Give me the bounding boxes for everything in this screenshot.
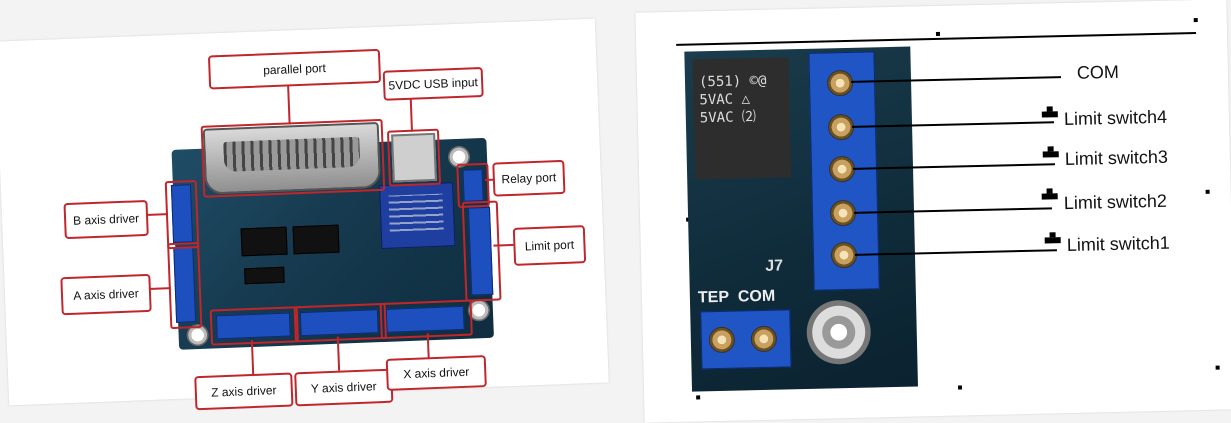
- y-axis-frame: [293, 302, 387, 343]
- switch-symbol-icon: [1042, 151, 1059, 158]
- z-axis-frame: [209, 306, 299, 346]
- left-board-diagram: parallel port 5VDC USB input Relay port …: [0, 18, 609, 411]
- parallel-port-frame: [200, 118, 386, 198]
- z-axis-label: Z axis driver: [194, 372, 294, 411]
- usb-input-label: 5VDC USB input: [382, 66, 484, 101]
- leader-line: [287, 82, 291, 125]
- relay-markings: (551) ©@ 5VAC △ 5VAC ⑵: [698, 72, 767, 127]
- leader-line: [493, 243, 514, 247]
- dot: [935, 31, 941, 36]
- limit4-label: Limit switch4: [1063, 106, 1168, 130]
- parallel-port-label: parallel port: [207, 48, 382, 90]
- switch-symbol-icon: [1044, 237, 1061, 244]
- b-axis-label: B axis driver: [63, 199, 149, 240]
- relay-port-label: Relay port: [492, 159, 566, 197]
- limit-port-label: Limit port: [512, 225, 587, 266]
- relay-component: [379, 182, 456, 249]
- dot: [1215, 365, 1220, 370]
- chip: [292, 224, 340, 255]
- chip: [244, 266, 285, 285]
- com-marking: COM: [737, 287, 776, 306]
- limit1-label: Limit switch1: [1066, 232, 1171, 256]
- com-label: COM: [1076, 61, 1120, 83]
- a-axis-frame: [167, 241, 203, 330]
- right-limit-switch-diagram: (551) ©@ 5VAC △ 5VAC ⑵ J7 TEP COM COM Li…: [635, 0, 1231, 423]
- step-marking: TEP: [697, 288, 730, 307]
- leader-line: [409, 95, 413, 132]
- a-axis-label: A axis driver: [60, 273, 152, 316]
- dot: [1193, 18, 1198, 23]
- j7-marking: J7: [765, 257, 784, 275]
- switch-symbol-icon: [1041, 193, 1058, 200]
- limit2-label: Limit switch2: [1063, 190, 1168, 214]
- limit3-label: Limit switch3: [1064, 146, 1169, 170]
- dot: [696, 395, 701, 400]
- usb-frame: [386, 128, 442, 187]
- dot: [1205, 189, 1210, 194]
- b-axis-frame: [164, 180, 200, 250]
- switch-symbol-icon: [1041, 111, 1058, 118]
- dot: [957, 385, 963, 390]
- limit-frame: [461, 200, 502, 302]
- y-axis-label: Y axis driver: [294, 368, 394, 407]
- chip: [240, 226, 288, 257]
- x-axis-label: X axis driver: [385, 355, 487, 391]
